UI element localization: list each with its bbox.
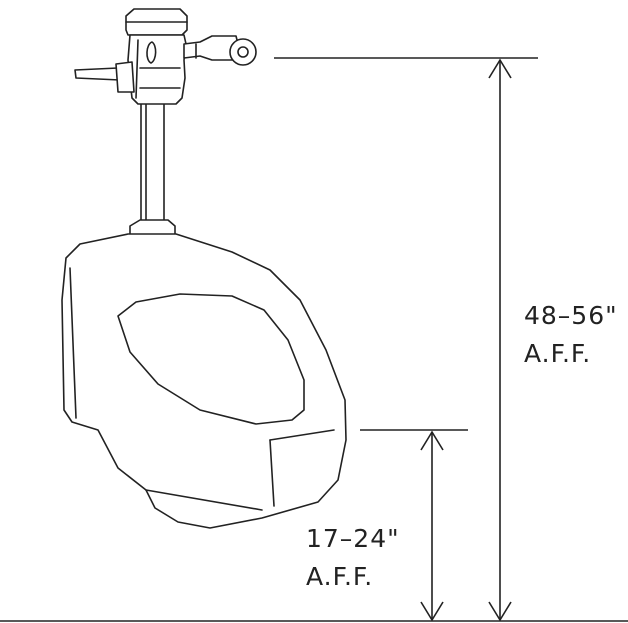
rim-height-value: 17–24" <box>306 524 400 553</box>
valve-height-value: 48–56" <box>524 301 618 330</box>
valve-height-reference: A.F.F. <box>524 339 591 368</box>
urinal-bowl <box>61 233 347 529</box>
valve-height-dimension <box>274 57 538 622</box>
rim-height-dimension <box>360 429 468 622</box>
flush-valve <box>74 8 257 251</box>
flush-valve-pipe <box>140 97 165 229</box>
rim-height-reference: A.F.F. <box>306 562 373 591</box>
